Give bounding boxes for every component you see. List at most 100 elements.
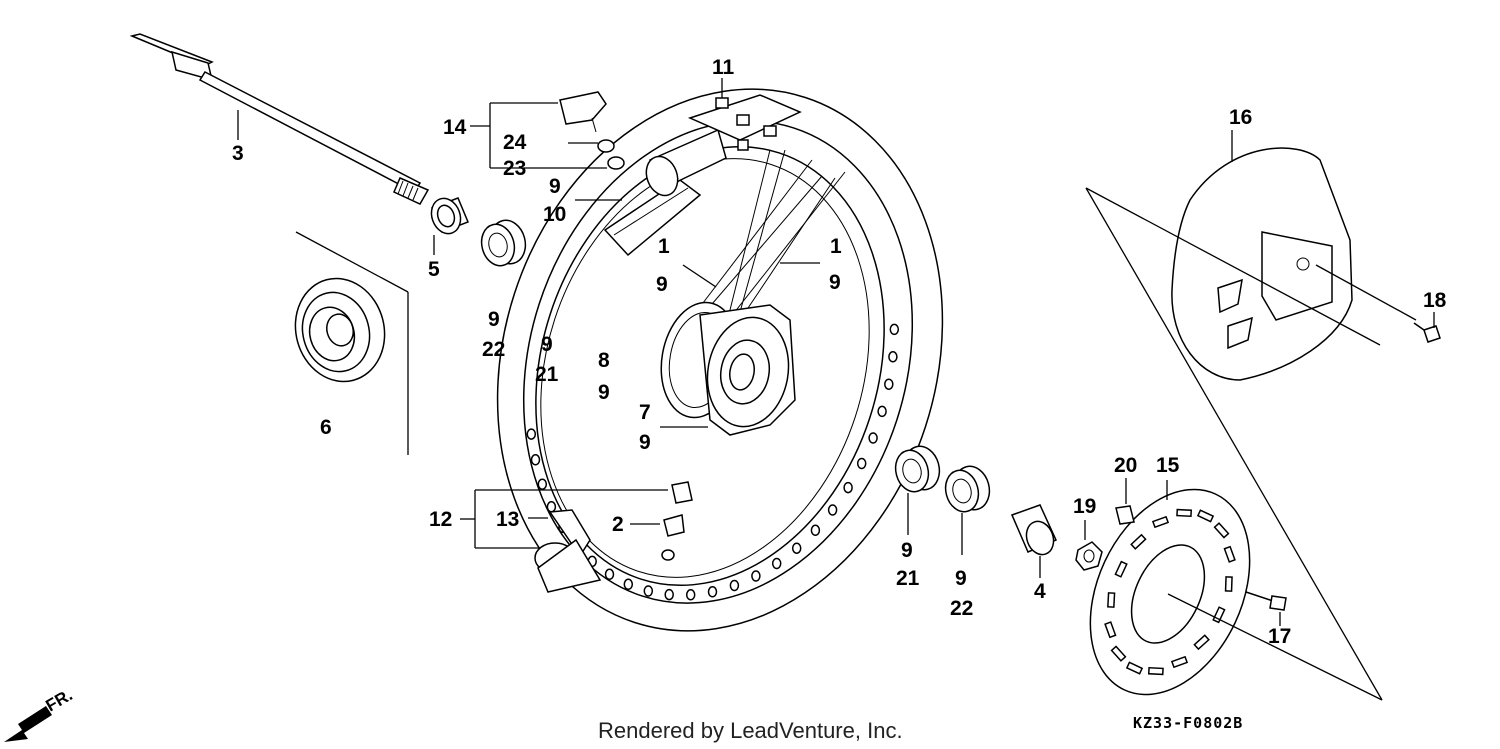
callout-1-left[interactable]: 1	[658, 235, 670, 258]
valve-washer-part[interactable]	[597, 139, 615, 153]
spoke-hole	[537, 478, 548, 490]
tube-valve-part[interactable]	[661, 481, 693, 561]
svg-text:5: 5	[428, 258, 440, 281]
svg-text:23: 23	[503, 157, 526, 180]
callout-9-22-right[interactable]: 9	[955, 567, 967, 590]
disc-slot	[1170, 655, 1189, 669]
bearing-22-right-part[interactable]	[941, 462, 994, 515]
callout-19[interactable]: 19	[1073, 495, 1096, 518]
callout-9-1-right[interactable]: 9	[829, 271, 841, 294]
svg-text:9: 9	[829, 271, 841, 294]
bearing-22-left-part[interactable]	[477, 216, 530, 269]
brake-disc-part[interactable]	[1059, 464, 1281, 721]
callout-12[interactable]: 12	[429, 508, 452, 531]
callout-6[interactable]: 6	[320, 416, 332, 439]
svg-text:17: 17	[1268, 625, 1291, 648]
disc-slot	[1193, 634, 1210, 651]
svg-text:8: 8	[598, 349, 610, 372]
callout-15[interactable]: 15	[1156, 454, 1180, 477]
callout-22-right[interactable]: 22	[950, 597, 973, 620]
valve-nut-part[interactable]	[607, 156, 625, 170]
disc-slot	[1130, 533, 1147, 550]
callout-3[interactable]: 3	[232, 142, 244, 165]
callout-2[interactable]: 2	[612, 513, 624, 536]
rim-band-part[interactable]	[603, 128, 727, 257]
svg-text:9: 9	[598, 381, 610, 404]
callout-9-21-right[interactable]: 9	[901, 539, 913, 562]
svg-text:24: 24	[503, 131, 527, 154]
callout-10[interactable]: 10	[543, 203, 566, 226]
spoke-hole	[623, 578, 634, 591]
spoke-hole	[868, 432, 878, 444]
callout-24[interactable]: 24	[503, 131, 527, 154]
spokes-part[interactable]	[689, 149, 846, 331]
callout-14[interactable]: 14	[443, 116, 467, 139]
svg-text:3: 3	[232, 142, 244, 165]
callout-16[interactable]: 16	[1229, 106, 1252, 129]
disc-slot	[1196, 509, 1215, 523]
washer-20-part[interactable]	[1115, 505, 1135, 525]
disc-slot	[1147, 666, 1164, 676]
callout-21-left[interactable]: 21	[535, 363, 559, 386]
disc-slot	[1176, 508, 1193, 518]
spoke-hole	[729, 579, 740, 592]
disc-slot	[1224, 576, 1233, 592]
disc-slot	[1114, 560, 1128, 578]
callout-18[interactable]: 18	[1423, 289, 1447, 312]
svg-text:21: 21	[535, 363, 559, 386]
hub-part[interactable]	[653, 296, 797, 436]
svg-text:14: 14	[443, 116, 467, 139]
callout-9-10[interactable]: 9	[549, 175, 561, 198]
svg-text:22: 22	[482, 338, 505, 361]
spoke-hole	[810, 524, 821, 537]
callout-9-8[interactable]: 9	[598, 381, 610, 404]
svg-text:2: 2	[612, 513, 624, 536]
callout-17[interactable]: 17	[1268, 625, 1291, 648]
callout-4[interactable]: 4	[1034, 580, 1046, 603]
callout-13[interactable]: 13	[496, 508, 519, 531]
callout-20[interactable]: 20	[1114, 454, 1137, 477]
spoke-hole	[827, 504, 838, 516]
callout-23[interactable]: 23	[503, 157, 526, 180]
valve-cap-part[interactable]	[559, 91, 607, 133]
disc-slot	[1213, 522, 1230, 539]
callout-7[interactable]: 7	[639, 401, 651, 424]
spoke-hole	[685, 589, 696, 601]
disc-slot	[1151, 515, 1170, 529]
callout-9-21-left[interactable]: 9	[541, 333, 553, 356]
spoke-hole	[526, 428, 537, 440]
callout-11[interactable]: 11	[712, 56, 735, 79]
svg-text:12: 12	[429, 508, 452, 531]
wheel-rim-part[interactable]	[429, 31, 1010, 689]
rim-lock-part[interactable]	[687, 94, 802, 151]
callout-8[interactable]: 8	[598, 349, 610, 372]
callout-22-left[interactable]: 22	[482, 338, 505, 361]
spoke-hole	[771, 557, 782, 570]
axle-part[interactable]	[129, 33, 430, 205]
rim-lock-lower-part[interactable]	[534, 509, 602, 593]
collar-part[interactable]	[427, 194, 469, 237]
callout-9-22-left[interactable]: 9	[488, 308, 500, 331]
callout-21-right[interactable]: 21	[896, 567, 920, 590]
callout-1-right[interactable]: 1	[830, 235, 842, 258]
collar-right-part[interactable]	[1010, 504, 1058, 558]
side-collar-part[interactable]	[284, 268, 396, 391]
callout-9-1-left[interactable]: 9	[656, 273, 668, 296]
svg-text:22: 22	[950, 597, 973, 620]
spoke-hole	[604, 568, 615, 581]
svg-text:10: 10	[543, 203, 566, 226]
disc-nut-part[interactable]	[1075, 541, 1103, 571]
cover-bolt-part[interactable]	[1413, 322, 1441, 343]
bearing-21-right-part[interactable]	[891, 442, 944, 495]
svg-text:16: 16	[1229, 106, 1252, 129]
callout-9-7[interactable]: 9	[639, 431, 651, 454]
spoke-hole	[889, 323, 900, 336]
spoke-hole	[856, 457, 867, 470]
svg-text:13: 13	[496, 508, 519, 531]
svg-text:9: 9	[955, 567, 967, 590]
disc-bolt-part[interactable]	[1245, 591, 1287, 611]
disc-cover-part[interactable]	[1171, 147, 1353, 381]
svg-text:1: 1	[658, 235, 670, 258]
callout-5[interactable]: 5	[428, 258, 440, 281]
